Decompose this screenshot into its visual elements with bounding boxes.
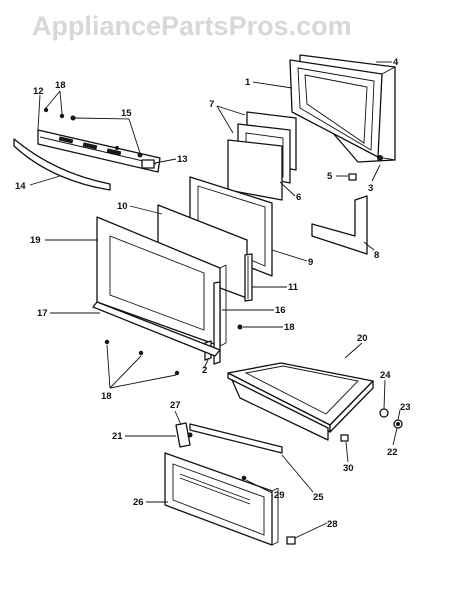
callout-17: 17 — [37, 308, 48, 319]
callout-1: 1 — [245, 77, 251, 88]
callout-20: 20 — [357, 333, 368, 344]
part-3-screw — [377, 155, 383, 161]
callout-23: 23 — [400, 402, 411, 413]
callout-12: 12 — [33, 86, 44, 97]
callout-22: 22 — [387, 447, 398, 458]
part-26-drawer-front — [164, 452, 279, 546]
callout-8: 8 — [374, 250, 379, 261]
part-17-bottom-trim — [92, 301, 221, 357]
part-11-channel — [244, 253, 253, 302]
part-16-side-trim — [213, 281, 221, 365]
callout-21: 21 — [112, 431, 123, 442]
leader-lines — [29, 61, 401, 539]
callout-4: 4 — [393, 57, 399, 68]
part-8-bracket — [311, 195, 368, 255]
part-25-rail — [189, 423, 283, 454]
part-5-clip — [348, 173, 357, 181]
callout-29: 29 — [274, 490, 285, 501]
callout-26: 26 — [133, 497, 144, 508]
part-20-drawer-pan — [227, 362, 374, 441]
callout-19: 19 — [30, 235, 41, 246]
part-28-foot — [286, 536, 296, 545]
callout-18-low: 18 — [101, 391, 112, 402]
callout-15: 15 — [121, 108, 132, 119]
callout-27: 27 — [170, 400, 181, 411]
callout-7: 7 — [209, 99, 214, 110]
callout-24: 24 — [380, 370, 391, 381]
callout-11: 11 — [288, 282, 299, 293]
part-29-screw — [241, 475, 247, 481]
callout-3: 3 — [368, 183, 373, 194]
part-door-frame — [289, 54, 396, 163]
callout-9: 9 — [308, 257, 313, 268]
callout-14: 14 — [15, 181, 26, 192]
callout-5: 5 — [327, 171, 333, 182]
part-door-handle-trim — [13, 129, 161, 191]
part-glass-panes — [227, 111, 297, 201]
part-21-bracket — [175, 422, 193, 448]
callout-2: 2 — [202, 365, 207, 376]
callout-30: 30 — [343, 463, 354, 474]
part-hardware-small — [340, 408, 403, 442]
part-18-screws-top — [43, 107, 65, 119]
callout-labels: 1 2 3 4 5 6 7 8 9 10 11 12 13 14 15 16 1… — [15, 57, 411, 530]
callout-6: 6 — [296, 192, 301, 203]
callout-25: 25 — [313, 492, 324, 503]
part-24-roller — [379, 408, 389, 418]
part-30-clip — [340, 434, 349, 442]
watermark: AppliancePartsPros.com — [32, 11, 352, 41]
callout-18-mid: 18 — [284, 322, 295, 333]
part-13-sensor — [141, 159, 155, 169]
callout-16: 16 — [275, 305, 286, 316]
callout-13: 13 — [177, 154, 188, 165]
part-18-screws-mid — [104, 324, 243, 376]
callout-10: 10 — [117, 201, 128, 212]
callout-18-top: 18 — [55, 80, 66, 91]
callout-28: 28 — [327, 519, 338, 530]
